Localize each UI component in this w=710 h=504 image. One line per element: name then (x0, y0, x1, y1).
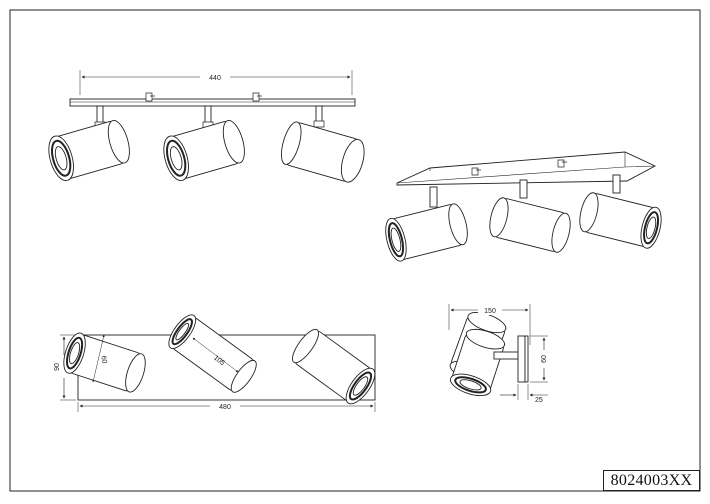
dim-diameter: 60 (99, 355, 107, 364)
perspective-spot-2 (489, 197, 571, 253)
side-spot-front (449, 328, 506, 397)
perspective-spot-1 (385, 203, 468, 262)
side-view (448, 304, 548, 400)
top-spot-3 (291, 328, 376, 405)
side-mount-plate (517, 335, 526, 383)
dim-top-length: 440 (209, 75, 221, 82)
front-spot-3 (280, 121, 365, 183)
dim-bottom-height: 90 (54, 363, 61, 371)
product-code: 8024003XX (603, 470, 700, 491)
top-spot-1 (63, 332, 146, 393)
dim-side-depth: 150 (484, 308, 496, 315)
dim-side-plate: 25 (535, 397, 543, 404)
top-view (60, 314, 376, 412)
sheet-border (9, 9, 701, 492)
front-ceiling-bar (69, 98, 356, 107)
front-view (48, 70, 365, 183)
perspective-spot-3 (579, 192, 662, 249)
dim-side-mount: 60 (541, 355, 548, 363)
front-spot-2 (163, 119, 245, 182)
perspective-view (385, 151, 662, 262)
dim-bottom-length: 480 (219, 404, 231, 411)
front-spot-1 (48, 119, 130, 182)
